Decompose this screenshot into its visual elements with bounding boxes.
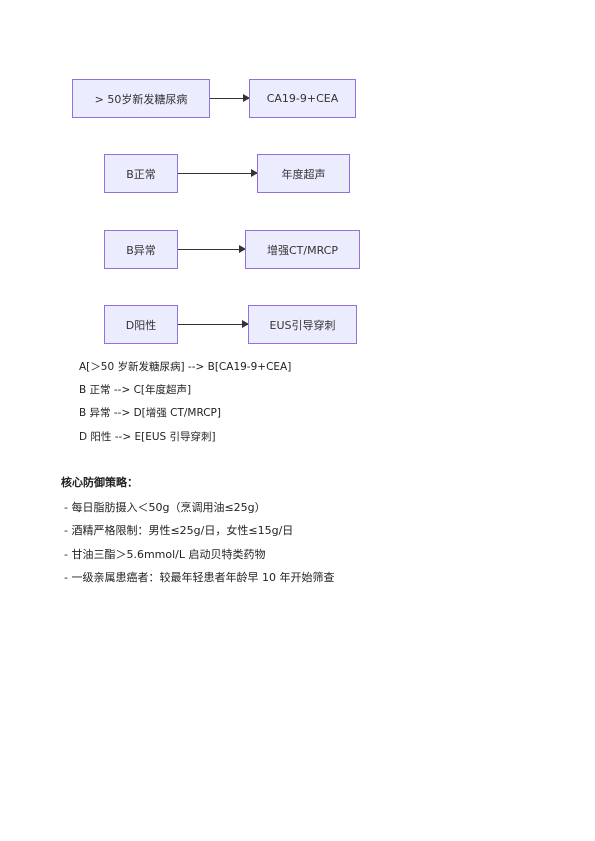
flow-node-d: 增强CT/MRCP [245,230,360,269]
flow-node-d-positive: D阳性 [104,305,178,344]
list-item: - 甘油三酯＞5.6mmol/L 启动贝特类药物 [64,548,266,561]
flow-node-b-abnormal: B异常 [104,230,178,269]
list-item: - 每日脂肪摄入＜50g（烹调用油≤25g） [64,501,266,514]
code-line: B 正常 --> C[年度超声] [79,384,192,396]
flow-node-c: 年度超声 [257,154,350,193]
flow-arrow-a-b [210,94,250,102]
list-item: - 一级亲属患癌者：较最年轻患者年龄早 10 年开始筛查 [64,571,335,584]
flow-node-a: > 50岁新发糖尿病 [72,79,210,118]
flow-node-b-normal: B正常 [104,154,178,193]
flow-node-e: EUS引导穿刺 [248,305,357,344]
flow-node-b: CA19-9+CEA [249,79,356,118]
code-line: B 异常 --> D[增强 CT/MRCP] [79,407,221,419]
section-heading: 核心防御策略： [61,476,138,489]
flow-arrow-b-c [178,169,258,177]
code-line: D 阳性 --> E[EUS 引导穿刺] [79,431,216,443]
list-item: - 酒精严格限制：男性≤25g/日，女性≤15g/日 [64,524,294,537]
flow-arrow-d-e [178,320,249,328]
flow-arrow-b-d [178,245,246,253]
code-line: A[＞50 岁新发糖尿病] --> B[CA19-9+CEA] [79,361,292,373]
